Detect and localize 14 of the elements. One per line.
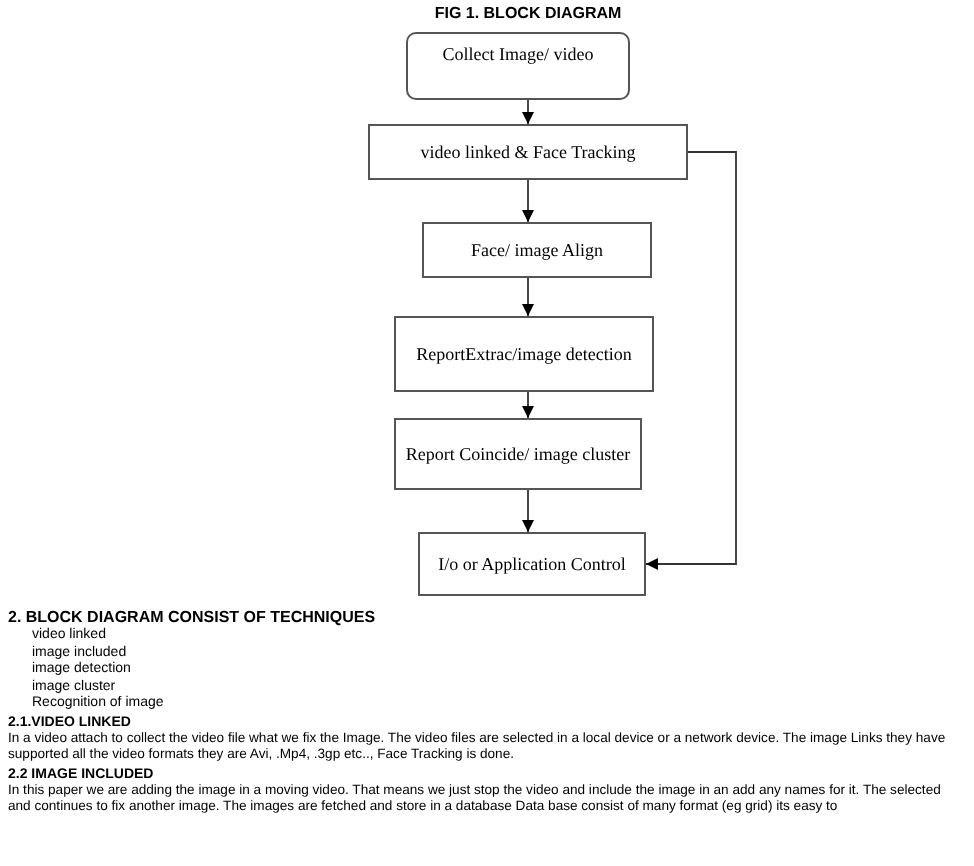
arrow (522, 179, 534, 223)
figure-title: FIG 1. BLOCK DIAGRAM (432, 4, 624, 24)
arrow (522, 99, 534, 125)
process-box: Report Coincide/ image cluster (394, 418, 642, 490)
process-box: ReportExtrac/image detection (394, 316, 654, 392)
rounded-process-box: Collect Image/ video (406, 32, 630, 100)
process-box: I/o or Application Control (418, 532, 646, 596)
section-heading: 2. BLOCK DIAGRAM CONSIST OF TECHNIQUES (8, 608, 376, 626)
arrow (645, 151, 737, 570)
process-box: Face/ image Align (422, 222, 652, 278)
arrow (522, 391, 534, 419)
process-box: video linked & Face Tracking (368, 124, 688, 180)
arrow (522, 489, 534, 533)
arrow (522, 277, 534, 317)
